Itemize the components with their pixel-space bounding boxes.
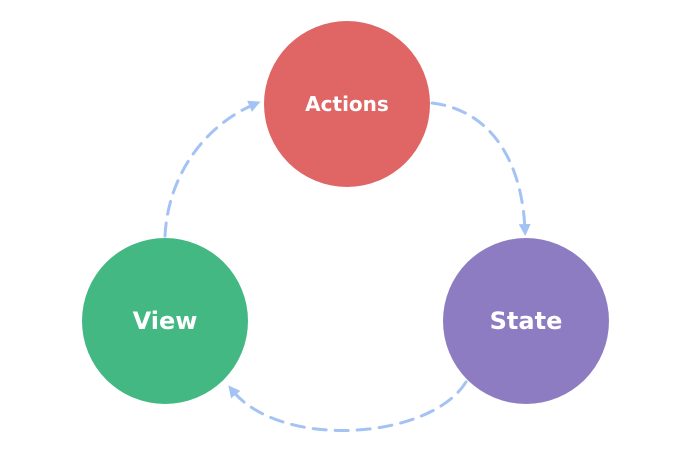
node-actions: Actions [264, 21, 430, 187]
edge-state-to-view [228, 380, 468, 432]
node-state-circle [443, 238, 609, 404]
node-state: State [443, 238, 609, 404]
edge-view-to-actions [163, 100, 261, 238]
node-view-circle [82, 238, 248, 404]
node-actions-circle [264, 21, 430, 187]
node-actions-label: Actions [305, 92, 389, 116]
edge-actions-to-state [430, 101, 531, 236]
node-state-label: State [490, 307, 563, 335]
node-view: View [82, 238, 248, 404]
node-view-label: View [133, 307, 198, 335]
